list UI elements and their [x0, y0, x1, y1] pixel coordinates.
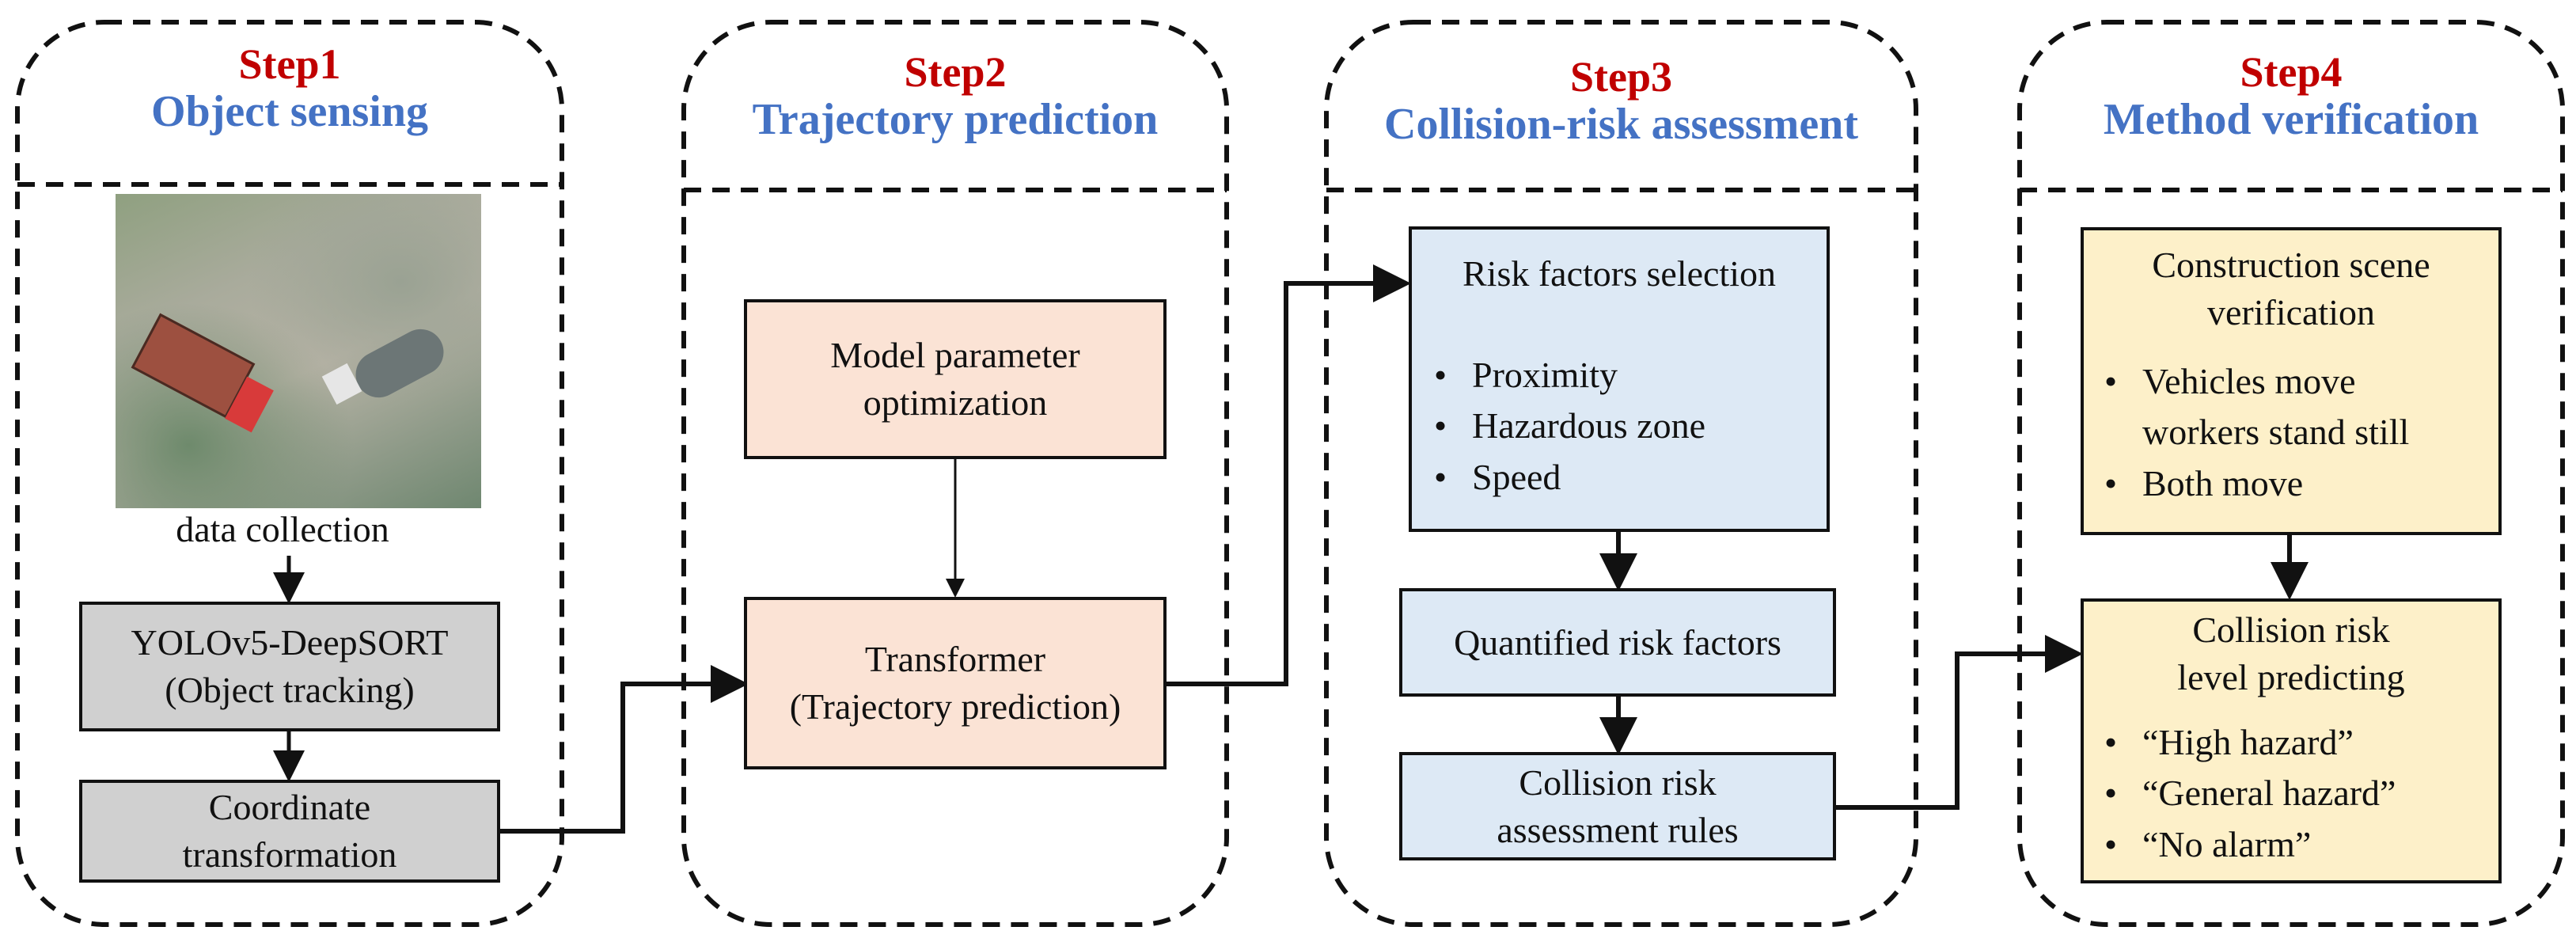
aerial-site-photo: [116, 194, 481, 508]
scene-title-line-1: Construction scene: [2152, 245, 2430, 285]
scene-item: Vehicles move workers stand still: [2087, 356, 2498, 458]
arrow-rules-to-predict: [1836, 635, 2083, 810]
risk-factor-item: Speed: [1417, 452, 1812, 503]
scene-list: Vehicles move workers stand still Both m…: [2087, 356, 2498, 510]
step2-panel: [681, 20, 1229, 927]
step3-panel: [1324, 20, 1918, 927]
risk-factor-list: Proximity Hazardous zone Speed: [1417, 350, 1812, 503]
step3-header: Step3 Collision-risk assessment: [1326, 53, 1916, 150]
arrow-coordinate-to-transformer: [500, 665, 749, 834]
predict-title-line-2: level predicting: [2177, 656, 2405, 697]
coordinate-box: Coordinate transformation: [79, 780, 500, 883]
quantified-box: Quantified risk factors: [1399, 588, 1836, 697]
step2-number: Step2: [904, 48, 1007, 96]
rules-line-2: assessment rules: [1497, 809, 1739, 850]
coordinate-line-1: Coordinate: [208, 787, 371, 828]
step4-header: Step4 Method verification: [2020, 48, 2563, 145]
hazard-level-item: “No alarm”: [2087, 819, 2498, 871]
tracking-box: YOLOv5-DeepSORT (Object tracking): [79, 602, 500, 731]
step1-header: Step1 Object sensing: [17, 40, 562, 137]
tracking-line-1: YOLOv5-DeepSORT: [131, 622, 449, 663]
rules-line-1: Collision risk: [1519, 762, 1717, 803]
coordinate-line-2: transformation: [182, 834, 397, 875]
mixer-truck-icon: [347, 321, 452, 406]
transformer-line-2: (Trajectory prediction): [789, 686, 1121, 727]
step2-title: Trajectory prediction: [752, 95, 1159, 145]
risk-selection-title: Risk factors selection: [1462, 253, 1776, 294]
step4-number: Step4: [2240, 48, 2343, 96]
optimization-box: Model parameter optimization: [744, 299, 1167, 459]
quantified-label: Quantified risk factors: [1454, 621, 1781, 663]
scene-title-line-2: verification: [2206, 291, 2375, 332]
rules-box: Collision risk assessment rules: [1399, 752, 1836, 860]
step1-title: Object sensing: [151, 87, 428, 137]
hazard-level-list: “High hazard” “General hazard” “No alarm…: [2087, 717, 2498, 871]
arrow-transformer-to-selection: [1166, 264, 1411, 686]
hazard-level-item: “High hazard”: [2087, 717, 2498, 769]
tracking-line-2: (Object tracking): [165, 670, 415, 710]
predict-title-line-1: Collision risk: [2192, 610, 2390, 650]
optimization-line-2: optimization: [863, 382, 1048, 423]
step4-panel: [2017, 20, 2565, 927]
step1-panel: [15, 20, 564, 927]
step3-number: Step3: [1569, 53, 1672, 101]
hazard-level-item: “General hazard”: [2087, 768, 2498, 819]
risk-factor-item: Proximity: [1417, 350, 1812, 401]
step3-title: Collision-risk assessment: [1384, 100, 1858, 150]
transformer-line-1: Transformer: [864, 639, 1046, 680]
data-collection-caption: data collection: [176, 509, 389, 549]
scene-item: Both move: [2087, 458, 2498, 510]
step1-number: Step1: [238, 40, 341, 88]
transformer-box: Transformer (Trajectory prediction): [744, 597, 1167, 769]
step2-header: Step2 Trajectory prediction: [684, 48, 1227, 145]
optimization-line-1: Model parameter: [830, 335, 1080, 376]
risk-factor-item: Hazardous zone: [1417, 401, 1812, 452]
step4-title: Method verification: [2103, 95, 2479, 145]
